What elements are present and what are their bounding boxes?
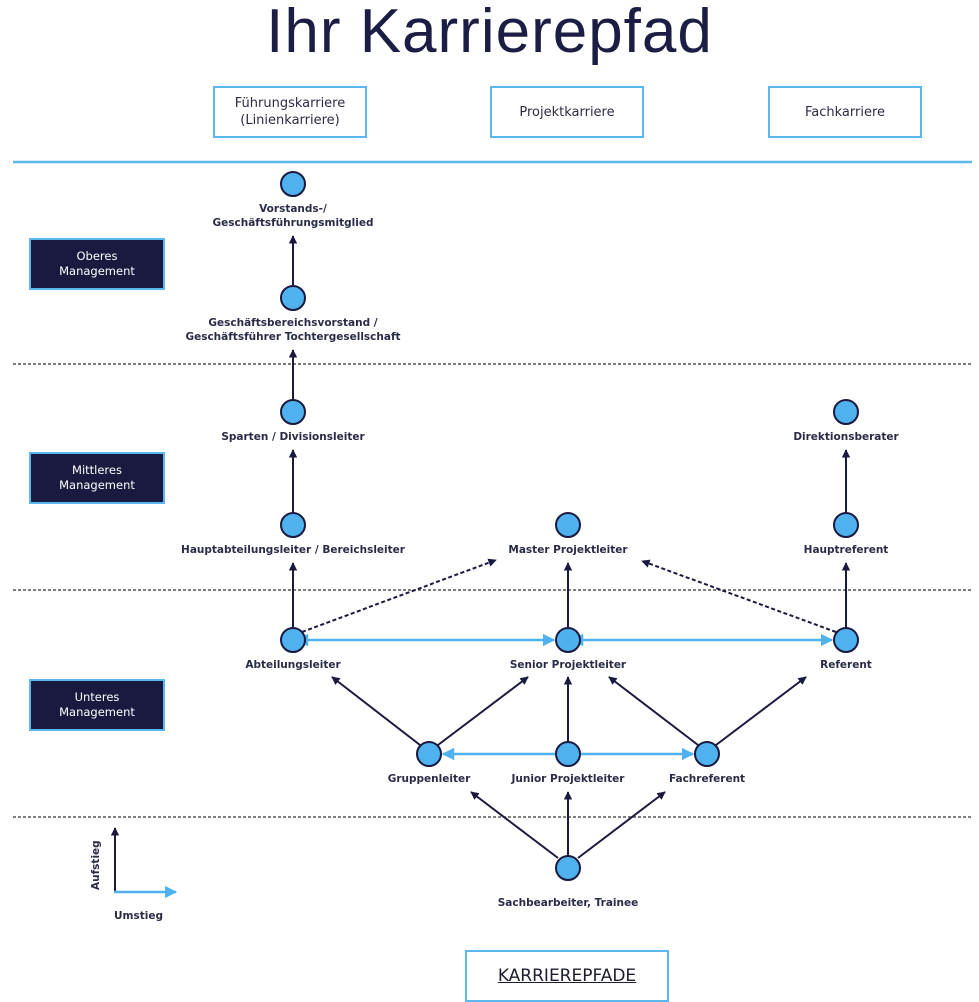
edge-gruppen-to-abteilung (331, 676, 421, 746)
page-title: Ihr Karrierepfad (266, 0, 713, 66)
legend-aufstieg-label: Aufstieg (90, 840, 102, 890)
column-header-fuehrungskarriere: Führungskarriere (Linienkarriere) (213, 86, 367, 138)
node-circle (833, 627, 859, 653)
node-circle (555, 741, 581, 767)
node-label: Hauptabteilungsleiter / Bereichsleiter (181, 544, 406, 556)
footer-label: KARRIEREPFADE (497, 966, 637, 986)
node-hauptref: Hauptreferent (804, 512, 889, 556)
node-label: Hauptreferent (804, 544, 889, 556)
edge-sachbearbeiter-to-gruppen (470, 791, 559, 859)
edge-sachbearbeiter-to-fachref (577, 791, 666, 859)
column-header-line1: Projektkarriere (519, 104, 615, 120)
level-line2: Management (59, 705, 135, 719)
column-header-line2: (Linienkarriere) (240, 113, 340, 128)
edge-abteilung-to-master (301, 558, 497, 633)
node-label: Referent (820, 659, 872, 671)
node-label: Geschäftsführer Tochtergesellschaft (185, 331, 400, 343)
level-line1: Mittleres (72, 463, 122, 477)
node-label: Vorstands-/ (259, 203, 327, 215)
node-direktion: Direktionsberater (793, 399, 900, 443)
node-label: Direktionsberater (793, 431, 899, 443)
node-sparten: Sparten / Divisionsleiter (221, 399, 365, 443)
node-circle (555, 627, 581, 653)
node-master: Master Projektleiter (508, 512, 628, 556)
edge-referent-to-master (641, 559, 837, 633)
node-senior: Senior Projektleiter (510, 627, 627, 671)
column-header-projektkarriere: Projektkarriere (490, 86, 644, 138)
column-header-line1: Fachkarriere (804, 104, 886, 120)
node-circle (280, 627, 306, 653)
column-header-line1: Führungskarriere (234, 96, 346, 111)
node-label: Sparten / Divisionsleiter (221, 431, 365, 443)
node-circle (280, 171, 306, 197)
node-sachbearbeiter: Sachbearbeiter, Trainee (498, 855, 639, 909)
level-box-unteres-management: Unteres Management (29, 679, 165, 731)
level-line2: Management (59, 264, 135, 278)
node-vorstand: Vorstands-/ Geschäftsführungsmitglied (213, 171, 374, 229)
node-circle (280, 285, 306, 311)
node-hauptabt: Hauptabteilungsleiter / Bereichsleiter (181, 512, 406, 556)
level-line1: Oberes (76, 249, 118, 263)
edge-fachref-to-referent (715, 676, 807, 746)
legend-umstieg-label: Umstieg (114, 910, 163, 922)
node-circle (555, 512, 581, 538)
level-box-mittleres-management: Mittleres Management (29, 452, 165, 504)
node-label: Master Projektleiter (508, 544, 628, 556)
node-gbv: Geschäftsbereichsvorstand / Geschäftsführ… (185, 285, 401, 343)
node-label: Geschäftsführungsmitglied (213, 217, 374, 229)
node-gruppen: Gruppenleiter (388, 741, 471, 785)
node-label: Sachbearbeiter, Trainee (498, 897, 639, 909)
node-referent: Referent (820, 627, 872, 671)
node-circle (694, 741, 720, 767)
edge-gruppen-to-senior (437, 676, 529, 746)
node-circle (280, 399, 306, 425)
node-label: Junior Projektleiter (511, 773, 626, 785)
node-circle (280, 512, 306, 538)
column-header-fachkarriere: Fachkarriere (768, 86, 922, 138)
node-label: Abteilungsleiter (245, 659, 341, 671)
level-line1: Unteres (74, 690, 120, 704)
node-abteilung: Abteilungsleiter (245, 627, 341, 671)
footer-karrierepfade-box: KARRIEREPFADE (465, 950, 669, 1002)
node-label: Senior Projektleiter (510, 659, 627, 671)
node-fachref: Fachreferent (669, 741, 745, 785)
level-box-oberes-management: Oberes Management (29, 238, 165, 290)
level-line2: Management (59, 478, 135, 492)
node-circle (555, 855, 581, 881)
node-circle (833, 399, 859, 425)
node-label: Geschäftsbereichsvorstand / (208, 317, 377, 329)
node-label: Fachreferent (669, 773, 745, 785)
node-junior: Junior Projektleiter (511, 741, 626, 785)
node-circle (416, 741, 442, 767)
node-circle (833, 512, 859, 538)
node-label: Gruppenleiter (388, 773, 471, 785)
edge-fachref-to-senior (608, 676, 699, 746)
legend: Aufstieg Umstieg (90, 827, 178, 922)
